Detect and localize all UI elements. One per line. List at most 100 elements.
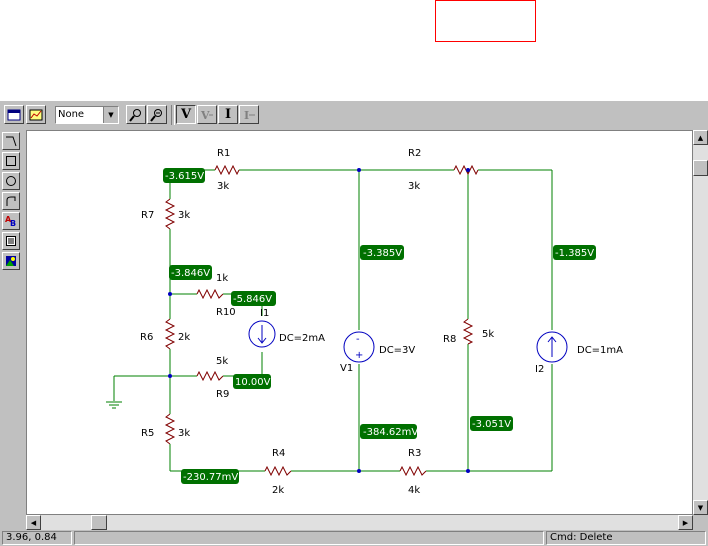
current-pin-icon: I (244, 109, 255, 122)
voltage-labels: -3.615V -3.385V -1.385V -3.846V -5.846V … (163, 168, 596, 484)
r5-value: 3k (178, 428, 190, 439)
arc-tool-button[interactable] (2, 192, 20, 210)
r7-value: 3k (178, 210, 190, 221)
rectangle-tool-button[interactable] (2, 152, 20, 170)
image-tool-button[interactable] (2, 252, 20, 270)
r8-name: R8 (443, 334, 456, 345)
toolbar-separator (171, 105, 175, 125)
current-pin-button[interactable]: I (239, 105, 259, 124)
arrow-right-icon: ▶ (682, 518, 689, 527)
scroll-left-button[interactable]: ◀ (26, 515, 41, 530)
resistor-r8 (462, 318, 474, 345)
r3-name: R3 (408, 448, 421, 459)
voltage-label-n8: -3.051V (472, 419, 511, 430)
notes-tool-button[interactable] (2, 232, 20, 250)
horizontal-scroll-thumb[interactable] (91, 515, 107, 530)
r10-name: R10 (216, 307, 236, 318)
schematic-canvas[interactable]: - + R1 3k R2 3k R7 3k 1k R10 I1 (26, 130, 693, 515)
notes-icon (6, 236, 16, 246)
circle-icon (6, 176, 16, 186)
current-source-i2 (536, 331, 568, 363)
command-status: Cmd: Delete (546, 531, 706, 545)
voltage-label-n7: -384.62mV (363, 427, 418, 438)
r4-name: R4 (272, 448, 285, 459)
svg-text:I: I (244, 109, 249, 122)
current-toggle-label: I (224, 107, 232, 122)
resistor-r4 (264, 465, 292, 477)
resistor-r9 (196, 370, 224, 382)
current-source-i1 (248, 320, 276, 348)
resistors (164, 164, 479, 477)
circle-tool-button[interactable] (2, 172, 20, 190)
component-labels: R1 3k R2 3k R7 3k 1k R10 I1 DC=2mA R6 2k… (140, 148, 623, 496)
scroll-up-button[interactable]: ▲ (693, 130, 708, 145)
resistor-r1 (214, 164, 240, 176)
r7-name: R7 (141, 210, 154, 221)
resistor-r3 (399, 465, 427, 477)
resistor-r5 (164, 413, 176, 445)
r9-value: 5k (216, 356, 228, 367)
status-bar: 3.96, 0.84 Cmd: Delete (0, 530, 708, 546)
resistor-r10 (196, 288, 224, 300)
probe-select[interactable]: None ▼ (55, 106, 119, 124)
r6-name: R6 (140, 332, 153, 343)
i2-value: DC=1mA (577, 345, 623, 356)
window-icon-button[interactable] (4, 105, 24, 124)
arc-icon (6, 196, 16, 206)
voltage-source-v1: - + (343, 331, 375, 363)
wire-tool-button[interactable] (2, 132, 20, 150)
status-message (74, 531, 544, 545)
r1-name: R1 (217, 148, 230, 159)
circuit-schematic: - + R1 3k R2 3k R7 3k 1k R10 I1 (106, 148, 623, 496)
text-abc-icon: AB (5, 215, 16, 227)
probe-tool-button[interactable] (126, 105, 146, 124)
voltage-pin-icon: V (200, 109, 213, 122)
arrow-up-icon: ▲ (697, 133, 704, 142)
horizontal-scrollbar[interactable]: ◀ ▶ (26, 515, 693, 530)
r5-name: R5 (141, 428, 154, 439)
image-icon (6, 256, 16, 266)
r6-value: 2k (178, 332, 190, 343)
svg-text:+: + (355, 350, 363, 361)
voltage-label-n9: -230.77mV (183, 472, 238, 483)
voltage-pin-button[interactable]: V (197, 105, 217, 124)
wires (113, 169, 553, 472)
r9-name: R9 (216, 389, 229, 400)
r2-name: R2 (408, 148, 421, 159)
voltage-label-n6: 10.00V (235, 377, 271, 388)
r8-value: 5k (482, 329, 494, 340)
rectangle-icon (6, 156, 16, 166)
i2-name: I2 (535, 364, 544, 375)
vertical-scrollbar[interactable]: ▲ ▼ (693, 130, 708, 515)
r3-value: 4k (408, 485, 420, 496)
svg-text:-: - (356, 334, 360, 345)
voltage-display-toggle[interactable]: V (176, 105, 196, 124)
r1-value: 3k (217, 181, 229, 192)
vertical-scroll-thumb[interactable] (693, 160, 708, 176)
v1-value: DC=3V (379, 345, 415, 356)
zoom-tool-button[interactable] (147, 105, 167, 124)
wire-icon (6, 136, 17, 147)
voltage-toggle-label: V (180, 107, 192, 122)
junction-nodes (168, 168, 470, 473)
scroll-down-button[interactable]: ▼ (693, 500, 708, 515)
chart-icon (29, 109, 43, 120)
r2-value: 3k (408, 181, 420, 192)
resistor-r7 (164, 198, 176, 230)
scroll-right-button[interactable]: ▶ (678, 515, 693, 530)
chevron-down-icon[interactable]: ▼ (103, 107, 118, 123)
window-icon (7, 109, 21, 120)
chart-icon-button[interactable] (26, 105, 46, 124)
cursor-coordinates: 3.96, 0.84 (2, 531, 72, 545)
ground-symbol (106, 401, 122, 409)
red-highlight-box (435, 0, 536, 42)
svg-text:V: V (200, 109, 210, 122)
probe-icon (129, 108, 141, 122)
resistor-r6 (164, 318, 176, 350)
current-display-toggle[interactable]: I (218, 105, 238, 124)
voltage-label-n4: -3.846V (171, 268, 210, 279)
r10-value: 1k (216, 273, 228, 284)
voltage-label-n3: -1.385V (555, 248, 594, 259)
